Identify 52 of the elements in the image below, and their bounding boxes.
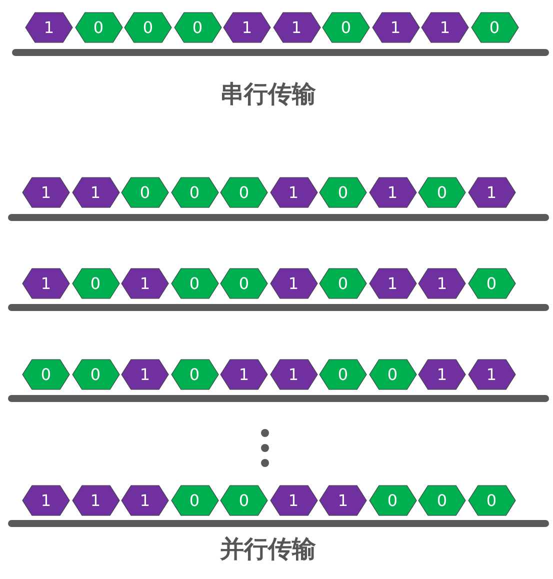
bit-hexagon: 1 <box>223 12 271 43</box>
bit-hexagon: 0 <box>319 359 367 390</box>
bit-hexagon: 1 <box>121 485 169 516</box>
bit-hexagon: 1 <box>22 268 70 299</box>
bit-hexagon: 1 <box>25 12 73 43</box>
bit-hexagon: 1 <box>418 359 466 390</box>
bit-hexagon: 0 <box>170 268 218 299</box>
bit-hexagon: 0 <box>124 12 172 43</box>
bit-hexagon: 1 <box>270 268 318 299</box>
bit-hexagon: 0 <box>319 177 367 208</box>
section-title: 并行传输 <box>220 534 316 565</box>
bit-hexagon: 1 <box>22 485 70 516</box>
bit-hexagon: 0 <box>170 359 218 390</box>
bit-hexagon: 1 <box>270 177 318 208</box>
bit-hexagon: 0 <box>74 12 122 43</box>
bit-hexagon: 1 <box>418 268 466 299</box>
bit-hexagon: 1 <box>270 359 318 390</box>
bit-hexagon: 0 <box>468 485 516 516</box>
bit-hexagon: 1 <box>368 177 416 208</box>
bit-hexagon: 0 <box>368 359 416 390</box>
bit-hexagon: 1 <box>72 177 120 208</box>
bit-hexagon: 0 <box>319 268 367 299</box>
bit-hexagon: 0 <box>72 268 120 299</box>
bit-hexagon: 0 <box>322 12 370 43</box>
bit-hexagon: 0 <box>220 485 268 516</box>
bit-hexagon: 1 <box>272 12 320 43</box>
bit-hexagon: 0 <box>22 359 70 390</box>
bit-hexagon: 1 <box>121 268 169 299</box>
bit-hexagon: 0 <box>170 485 218 516</box>
bit-hexagon: 0 <box>418 485 466 516</box>
bit-hexagon: 0 <box>121 177 169 208</box>
bit-hexagon: 0 <box>220 177 268 208</box>
bit-hexagon: 0 <box>468 268 516 299</box>
bit-hexagon: 0 <box>174 12 222 43</box>
bit-hexagon: 1 <box>468 359 516 390</box>
section-title: 串行传输 <box>220 79 316 110</box>
bit-hexagon: 0 <box>470 12 518 43</box>
bit-hexagon: 0 <box>418 177 466 208</box>
bit-hexagon: 1 <box>421 12 469 43</box>
bit-hexagon: 0 <box>170 177 218 208</box>
bit-hexagon: 1 <box>72 485 120 516</box>
bit-hexagon: 0 <box>220 268 268 299</box>
bit-hexagon: 0 <box>72 359 120 390</box>
bit-hexagon: 1 <box>368 268 416 299</box>
bit-hexagon: 0 <box>368 485 416 516</box>
bit-hexagon: 1 <box>220 359 268 390</box>
bit-hexagon: 1 <box>319 485 367 516</box>
bit-hexagon: 1 <box>270 485 318 516</box>
bit-hexagon: 1 <box>468 177 516 208</box>
bit-hexagon: 1 <box>22 177 70 208</box>
bit-hexagon: 1 <box>121 359 169 390</box>
bit-hexagon: 1 <box>372 12 420 43</box>
